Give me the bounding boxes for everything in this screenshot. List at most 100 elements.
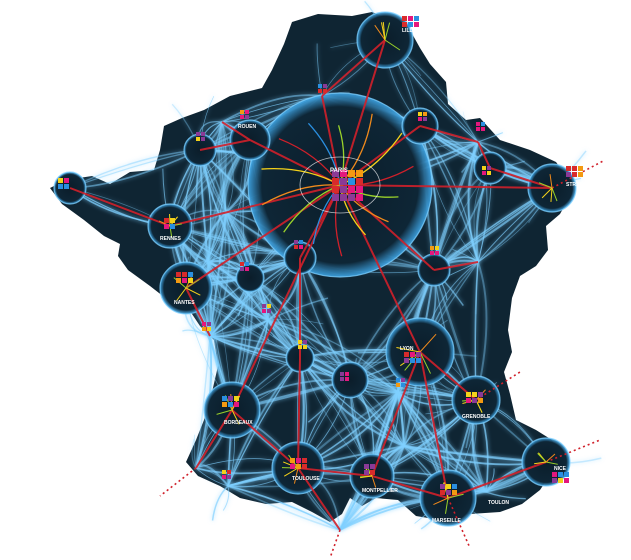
flow-path bbox=[462, 111, 479, 143]
indicator-square bbox=[188, 278, 193, 283]
indicator-square bbox=[262, 309, 266, 313]
indicator-square bbox=[196, 132, 200, 136]
indicator-square bbox=[402, 16, 407, 21]
indicator-square bbox=[267, 304, 271, 308]
indicator-square bbox=[294, 240, 298, 244]
rail-metz-nancy bbox=[477, 141, 491, 169]
flow-path bbox=[267, 297, 329, 321]
rail-lille-amiens bbox=[321, 39, 386, 97]
indicator-square bbox=[303, 340, 307, 344]
indicator-square bbox=[418, 112, 422, 116]
city-label-lyon: LYON bbox=[400, 346, 414, 352]
city-halo-clermont bbox=[331, 361, 369, 399]
flow-path bbox=[204, 211, 227, 263]
indicator-square bbox=[294, 245, 298, 249]
city-label-lille: LILLE bbox=[402, 28, 417, 34]
square-cluster-lille bbox=[402, 16, 419, 27]
indicator-square bbox=[222, 475, 226, 479]
city-label-rennes: RENNES bbox=[160, 236, 182, 242]
city-label-bordeaux: BORDEAUX bbox=[224, 420, 253, 426]
square-cluster-paris bbox=[332, 170, 363, 201]
indicator-square bbox=[401, 383, 405, 387]
square-cluster-caen bbox=[196, 132, 205, 141]
flow-path bbox=[195, 335, 211, 469]
tram-montpellier-4 bbox=[360, 475, 373, 479]
metro-line-12 bbox=[339, 132, 403, 186]
flow-path bbox=[452, 249, 479, 263]
tram-lyon-2 bbox=[419, 333, 437, 353]
flow-path bbox=[209, 319, 269, 337]
indicator-square bbox=[452, 484, 457, 489]
flow-path bbox=[191, 438, 197, 469]
indicator-square bbox=[572, 172, 577, 177]
indicator-square bbox=[410, 358, 415, 363]
city-label-grenoble: GRENOBLE bbox=[462, 414, 491, 420]
rail-paris-nantes bbox=[185, 184, 341, 289]
rail-exit-3 bbox=[329, 529, 341, 559]
indicator-square bbox=[578, 172, 583, 177]
indicator-square bbox=[245, 267, 249, 271]
indicator-square bbox=[164, 218, 169, 223]
indicator-square bbox=[423, 112, 427, 116]
indicator-square bbox=[182, 272, 187, 277]
indicator-square bbox=[332, 178, 339, 185]
indicator-square bbox=[58, 178, 63, 183]
indicator-square bbox=[290, 464, 295, 469]
tram-nice-3 bbox=[537, 453, 547, 463]
indicator-square bbox=[207, 322, 211, 326]
square-cluster-stetienne bbox=[396, 378, 405, 387]
indicator-square bbox=[410, 352, 415, 357]
indicator-square bbox=[552, 472, 557, 477]
indicator-square bbox=[566, 172, 571, 177]
indicator-square bbox=[332, 194, 339, 201]
flow-path bbox=[396, 391, 406, 447]
flow-path bbox=[475, 261, 479, 315]
indicator-square bbox=[240, 262, 244, 266]
rail-montpellier-toulouse bbox=[297, 467, 373, 477]
indicator-square bbox=[404, 358, 409, 363]
flow-path bbox=[419, 125, 479, 263]
indicator-square bbox=[201, 132, 205, 136]
indicator-square bbox=[318, 89, 322, 93]
flow-path bbox=[221, 121, 234, 213]
indicator-square bbox=[296, 458, 301, 463]
flow-path bbox=[227, 478, 268, 487]
city-label-rouen: ROUEN bbox=[238, 124, 256, 130]
indicator-square bbox=[234, 396, 239, 401]
indicator-square bbox=[298, 340, 302, 344]
square-cluster-pau bbox=[222, 470, 231, 479]
rail-marseille-nice bbox=[447, 461, 547, 499]
indicator-square bbox=[299, 245, 303, 249]
flow-path bbox=[219, 160, 227, 213]
paris-ring bbox=[299, 156, 381, 214]
tram-lille-3 bbox=[384, 22, 391, 41]
indicator-square bbox=[318, 84, 322, 88]
rail-dijon-besancon bbox=[433, 261, 479, 271]
indicator-square bbox=[202, 327, 206, 331]
indicator-square bbox=[302, 458, 307, 463]
indicator-square bbox=[370, 470, 375, 475]
square-cluster-reims bbox=[418, 112, 427, 121]
square-cluster-toulouse bbox=[290, 458, 307, 469]
indicator-square bbox=[340, 186, 347, 193]
indicator-square bbox=[423, 117, 427, 121]
city-label-toulouse: TOULOUSE bbox=[292, 476, 320, 482]
indicator-square bbox=[164, 224, 169, 229]
tram-nantes-1 bbox=[185, 287, 201, 296]
indicator-square bbox=[332, 186, 339, 193]
flow-path bbox=[397, 391, 487, 493]
indicator-square bbox=[446, 490, 451, 495]
indicator-square bbox=[170, 218, 175, 223]
indicator-square bbox=[58, 184, 63, 189]
rail-network bbox=[69, 39, 606, 559]
flow-path bbox=[182, 329, 211, 337]
square-cluster-rouen bbox=[240, 110, 249, 119]
indicator-square bbox=[245, 110, 249, 114]
indicator-square bbox=[182, 278, 187, 283]
tram-toulouse-2 bbox=[293, 467, 299, 484]
flow-path bbox=[257, 319, 269, 352]
city-label-marseille: MARSEILLE bbox=[432, 518, 462, 524]
indicator-square bbox=[228, 402, 233, 407]
indicator-square bbox=[356, 178, 363, 185]
